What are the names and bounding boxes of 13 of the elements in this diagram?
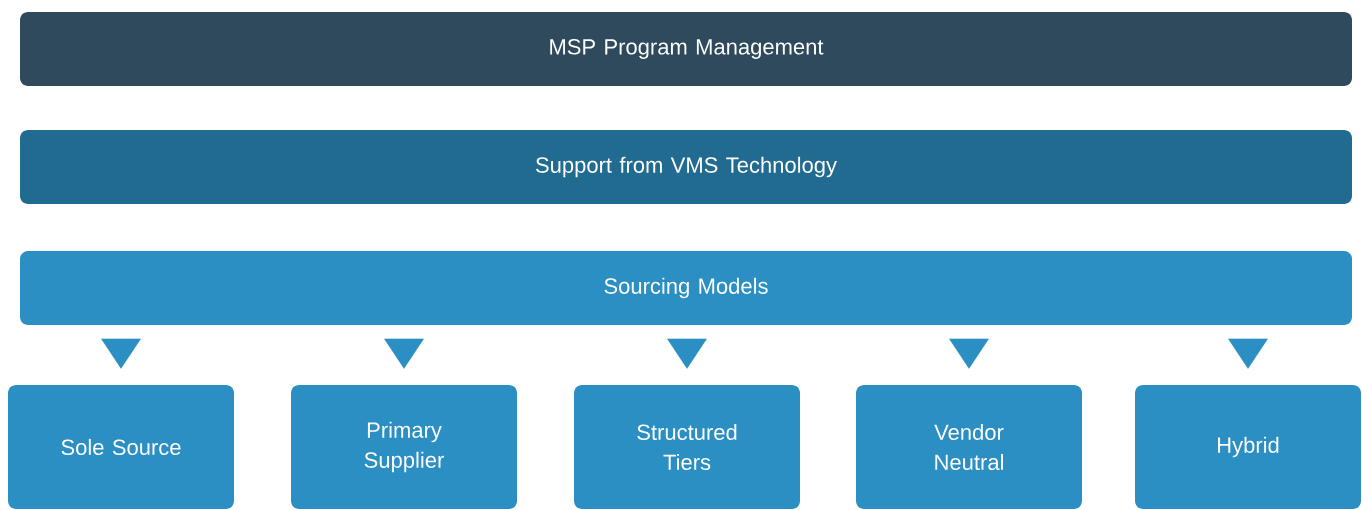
arrow [101, 338, 141, 369]
category-box: Structured Tiers [574, 385, 800, 509]
category-box: Sole Source [8, 385, 234, 509]
header-bar: Support from VMS Technology [20, 130, 1352, 204]
arrow [1228, 338, 1268, 369]
arrow [949, 338, 989, 369]
arrow [667, 338, 707, 369]
arrow [384, 338, 424, 369]
header-bar: MSP Program Management [20, 12, 1352, 86]
category-box: Vendor Neutral [856, 385, 1082, 509]
header-bar: Sourcing Models [20, 251, 1352, 325]
category-box: Primary Supplier [291, 385, 517, 509]
category-box: Hybrid [1135, 385, 1361, 509]
